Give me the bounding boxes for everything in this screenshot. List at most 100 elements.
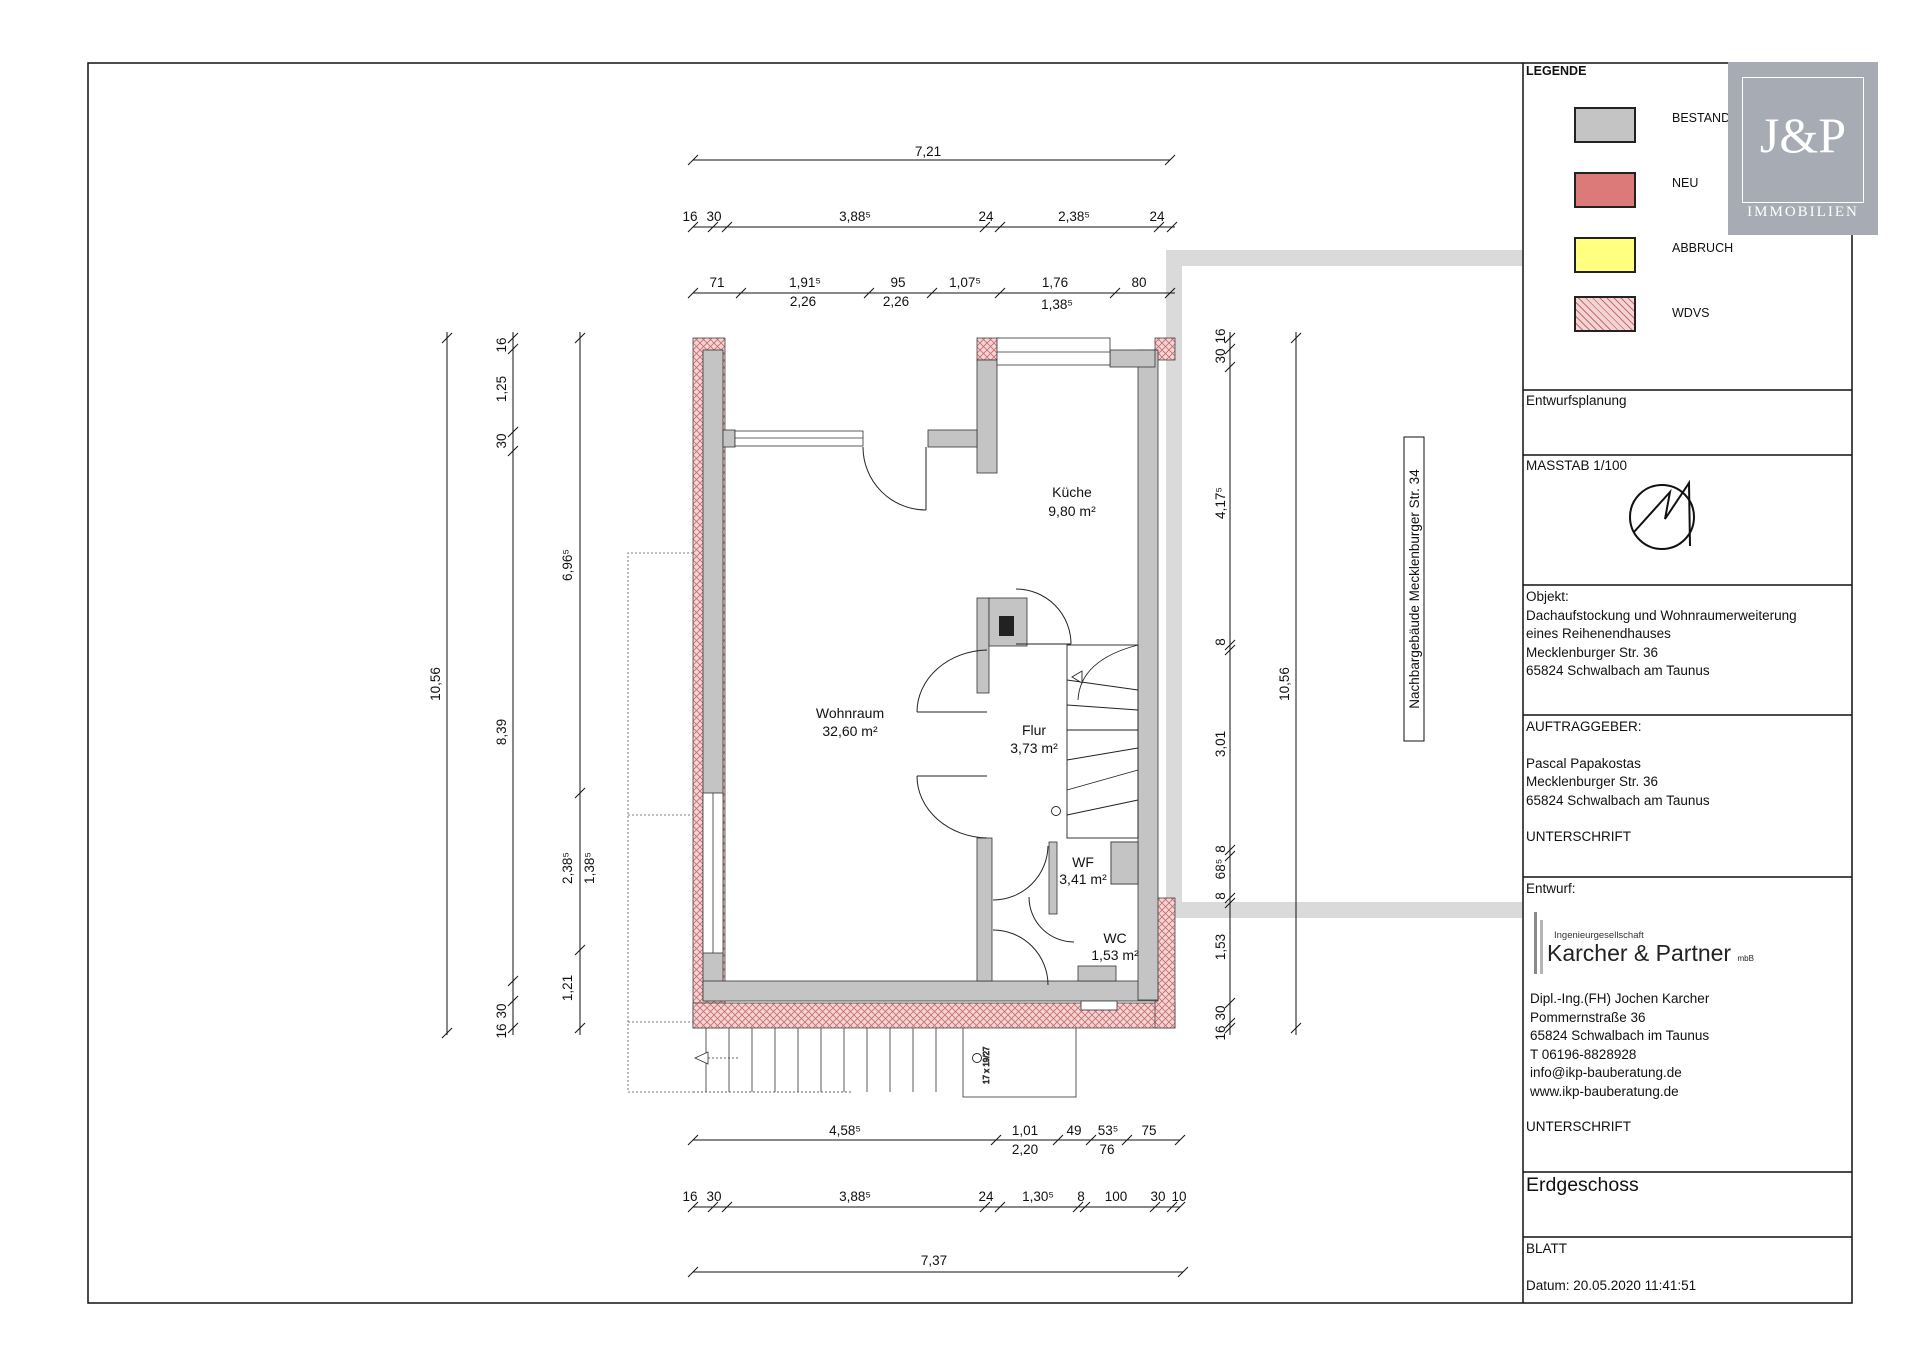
dimension-tick bbox=[687, 287, 699, 299]
dimension-tick bbox=[863, 287, 875, 299]
designer-line: www.ikp-bauberatung.de bbox=[1530, 1083, 1679, 1099]
terrace-outline bbox=[627, 552, 693, 1093]
dimension-tick bbox=[1224, 997, 1236, 1009]
designer-line: Dipl.-Ing.(FH) Jochen Karcher bbox=[1530, 991, 1710, 1006]
dim-bottom-total: 7,37 bbox=[921, 1253, 947, 1268]
firm-logo-bar bbox=[1540, 920, 1543, 974]
north-arrow-icon bbox=[1629, 479, 1695, 550]
exterior-steps: 17 x 19/27 bbox=[693, 1026, 1077, 1098]
dimension-tick bbox=[1224, 1017, 1236, 1029]
dim-bottom-row1: 1,01 bbox=[1012, 1123, 1038, 1138]
dimension-tick bbox=[926, 287, 938, 299]
dim-bottom-row1-sub: 2,20 bbox=[1012, 1142, 1038, 1157]
designer-signature-label: UNTERSCHRIFT bbox=[1526, 1119, 1631, 1134]
legend-label-bestand: BESTAND bbox=[1672, 111, 1731, 125]
dim-bottom-row2: 24 bbox=[978, 1189, 994, 1204]
dim-top-row1: 2,38⁵ bbox=[1058, 209, 1090, 224]
dimension-tick bbox=[574, 944, 586, 956]
dimension-tick bbox=[979, 221, 991, 233]
dim-right-chain: 3,01 bbox=[1213, 731, 1228, 757]
dimension-tick bbox=[707, 221, 719, 233]
object-line: eines Reihenendhauses bbox=[1526, 626, 1671, 641]
sheet-label: BLATT bbox=[1526, 1241, 1568, 1256]
firm-logo-bar bbox=[1534, 912, 1537, 974]
dimension-tick bbox=[1109, 287, 1121, 299]
windows bbox=[702, 337, 1118, 1011]
dimension-tick bbox=[507, 426, 519, 438]
client-line: 65824 Schwalbach am Taunus bbox=[1526, 792, 1710, 808]
legend-title: LEGENDE bbox=[1526, 64, 1587, 78]
sheet-frame bbox=[87, 62, 1853, 1304]
legend-swatch-bestand bbox=[1574, 107, 1636, 143]
dim-bottom-row2: 16 bbox=[682, 1189, 697, 1204]
dim-right-chain: 8 bbox=[1213, 892, 1228, 900]
dim-top-row1: 16 bbox=[682, 209, 697, 224]
dim-left-inner: 2,38⁵ bbox=[560, 852, 575, 884]
dimension-tick bbox=[735, 287, 747, 299]
dimension-tick bbox=[1149, 1201, 1161, 1213]
legend-swatch-neu bbox=[1574, 172, 1636, 208]
dim-left-mid: 16 bbox=[494, 337, 509, 352]
room-area-wohnraum: 32,60 m² bbox=[822, 723, 878, 739]
dimension-tick bbox=[994, 287, 1006, 299]
dim-bottom-row2: 100 bbox=[1105, 1189, 1128, 1204]
interior-stair bbox=[972, 644, 1139, 1063]
room-name-kueche: Küche bbox=[1052, 484, 1092, 500]
dim-top-row2-sub: 2,26 bbox=[790, 294, 816, 309]
dimension-tick bbox=[1164, 154, 1176, 166]
dim-top-row2: 80 bbox=[1131, 275, 1146, 290]
dimension-tick bbox=[1290, 332, 1302, 344]
dimension-tick bbox=[1224, 1022, 1236, 1034]
dim-right-chain: 16 bbox=[1213, 1025, 1228, 1040]
dimension-tick bbox=[994, 221, 1006, 233]
dimension-tick bbox=[1224, 850, 1236, 862]
designer-line: Pommernstraße 36 bbox=[1530, 1009, 1646, 1025]
room-name-flur: Flur bbox=[1022, 722, 1046, 738]
room-area-flur: 3,73 m² bbox=[1010, 740, 1058, 756]
dim-right-total: 10,56 bbox=[1277, 667, 1292, 701]
dimension-tick bbox=[507, 1022, 519, 1034]
legend-label-abbruch: ABBRUCH bbox=[1672, 241, 1734, 255]
dim-top-row1: 24 bbox=[978, 209, 994, 224]
neighbor-building: Nachbargebäude Mecklenburger Str. 34 bbox=[1166, 250, 1522, 918]
dim-left-inner: 1,21 bbox=[560, 975, 575, 1001]
client-signature-label: UNTERSCHRIFT bbox=[1526, 829, 1631, 844]
dimension-tick bbox=[1174, 1134, 1186, 1146]
jp-immobilien-logo: J&P IMMOBILIEN bbox=[1728, 62, 1878, 235]
dimension-tick bbox=[574, 332, 586, 344]
dim-left-mid: 1,25 bbox=[494, 376, 509, 402]
legend-swatch-abbruch bbox=[1574, 237, 1636, 273]
dimension-tick bbox=[721, 1201, 733, 1213]
dim-top-row2: 1,07⁵ bbox=[949, 275, 981, 290]
dimension-tick bbox=[1224, 844, 1236, 856]
neighbor-label-box bbox=[1403, 436, 1425, 742]
dim-left-total: 10,56 bbox=[428, 667, 443, 701]
client-line: Mecklenburger Str. 36 bbox=[1526, 774, 1659, 789]
dim-top-row2: 1,91⁵ bbox=[789, 275, 821, 290]
dimension-tick bbox=[574, 1022, 586, 1034]
dim-top-row1: 30 bbox=[706, 209, 721, 224]
dim-top-total: 7,21 bbox=[915, 144, 941, 159]
dim-top-row1: 3,88⁵ bbox=[839, 209, 871, 224]
dim-top-row2-sub: 1,38⁵ bbox=[1041, 297, 1073, 312]
room-labels: Küche 9,80 m² Wohnraum 32,60 m² Flur 3,7… bbox=[816, 484, 1139, 963]
dim-left-mid: 30 bbox=[494, 433, 509, 448]
dimension-tick bbox=[507, 975, 519, 987]
dimension-tick bbox=[1177, 1266, 1189, 1278]
legend-label-neu: NEU bbox=[1672, 176, 1699, 190]
room-name-wohnraum: Wohnraum bbox=[816, 705, 884, 721]
room-area-wf: 3,41 m² bbox=[1059, 871, 1107, 887]
client-block: AUFTRAGGEBER: Pascal Papakostas Mecklenb… bbox=[1526, 718, 1710, 847]
dim-left-inner: 1,38⁵ bbox=[582, 852, 597, 884]
object-line: Objekt: bbox=[1526, 589, 1569, 604]
dim-right-chain: 8 bbox=[1213, 845, 1228, 853]
dimension-tick bbox=[990, 1134, 1002, 1146]
dim-bottom-row2: 3,88⁵ bbox=[839, 1189, 871, 1204]
dim-top-row2: 1,76 bbox=[1042, 275, 1068, 290]
dimension-tick bbox=[1166, 221, 1178, 233]
dim-bottom-row2: 30 bbox=[706, 1189, 721, 1204]
object-block: Objekt: Dachaufstockung und Wohnraumerwe… bbox=[1526, 588, 1797, 681]
dimension-tick bbox=[687, 1134, 699, 1146]
dimension-lines bbox=[441, 154, 1302, 1278]
legend-swatch-wdvs bbox=[1574, 296, 1636, 332]
